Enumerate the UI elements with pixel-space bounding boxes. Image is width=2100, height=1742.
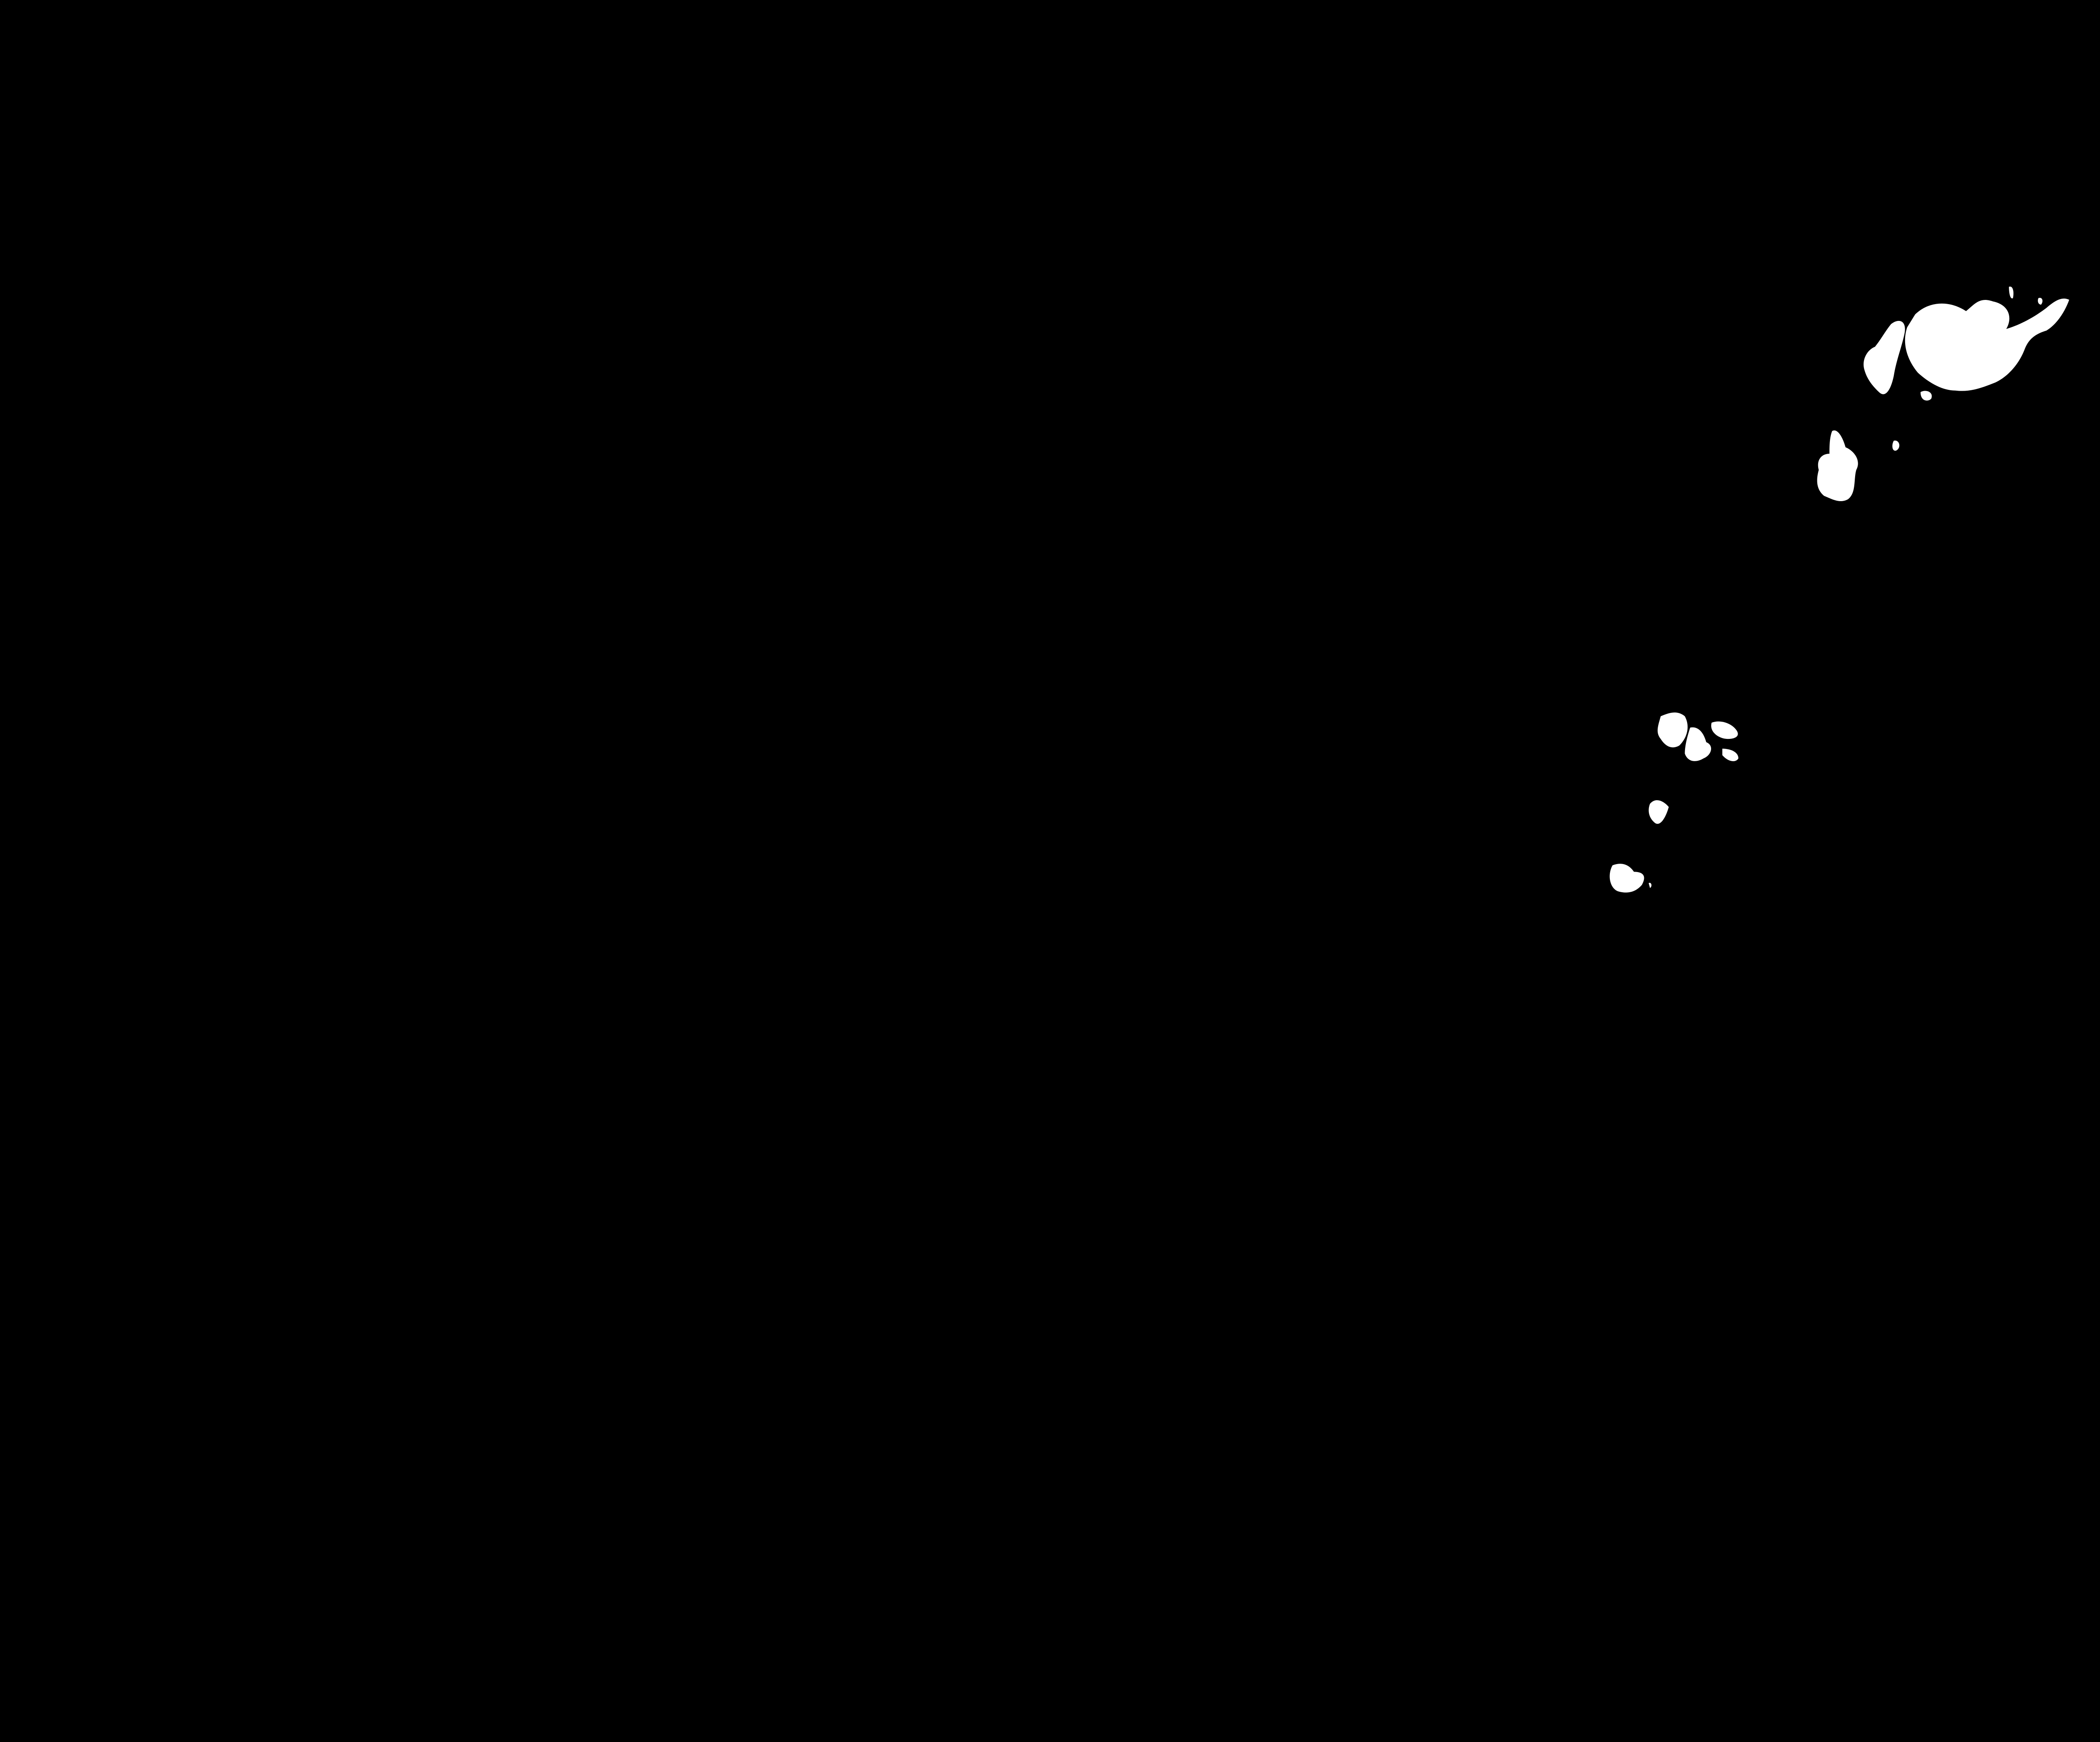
mask-regions (1609, 286, 2069, 893)
mask-region-fragment (1920, 391, 1932, 401)
mask-region-medium (1817, 430, 1858, 502)
mask-region-small (1892, 440, 1900, 451)
mask-region-cluster (1722, 749, 1739, 762)
mask-region-fragment (2038, 298, 2043, 305)
mask-region-cluster (1711, 721, 1738, 739)
mask-region-fragment (1648, 883, 1652, 888)
mask-region-fragment (1864, 321, 1905, 394)
mask-region-cluster (1685, 727, 1712, 761)
mask-region-small (1609, 864, 1644, 893)
mask-region-cluster (1657, 712, 1688, 748)
mask-region-small (1648, 800, 1669, 824)
mask-region-fragment (2009, 286, 2013, 299)
mask-region-large (1905, 298, 2069, 391)
